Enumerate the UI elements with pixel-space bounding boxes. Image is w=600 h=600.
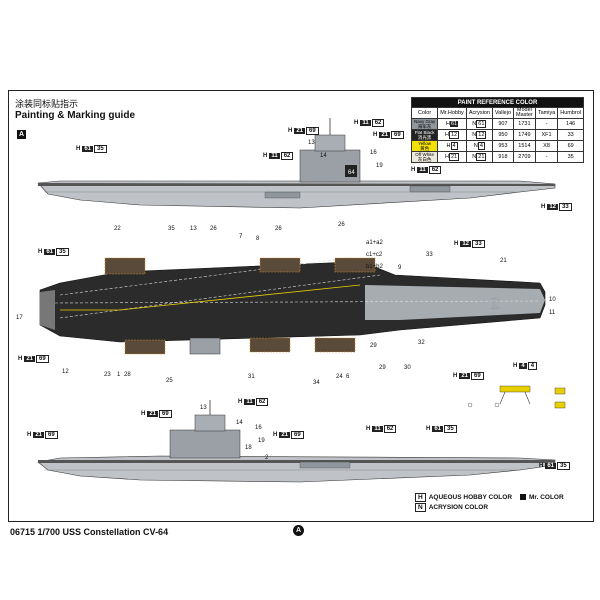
col-color: Color <box>410 107 439 119</box>
paint-table-header: PAINT REFERENCE COLOR <box>410 97 585 108</box>
view-marker-a: A <box>17 130 26 139</box>
title-chinese: 涂装同标贴指示 <box>15 99 79 109</box>
part-number: 11 <box>549 310 556 316</box>
part-number: 19 <box>258 438 265 444</box>
part-number: 29 <box>370 343 377 349</box>
part-number: 13 <box>308 140 315 146</box>
part-number: a1+a2 <box>366 240 383 246</box>
part-number: 21 <box>500 258 507 264</box>
part-number: 28 <box>124 372 131 378</box>
part-number: 12 <box>62 369 69 375</box>
part-number: 26 <box>338 222 345 228</box>
part-number: 16 <box>370 150 377 156</box>
part-number: 26 <box>210 226 217 232</box>
part-number: 34 <box>313 380 320 386</box>
col-humbrol: Humbrol <box>557 107 585 119</box>
part-number: 1 <box>117 372 121 378</box>
part-number: 10 <box>549 297 556 303</box>
part-number: 26 <box>275 226 282 232</box>
col-model-master: Model Master <box>513 107 536 119</box>
part-number: c1+c2 <box>366 252 383 258</box>
part-number: 14 <box>320 153 327 159</box>
col-vallejo: Vallejo <box>491 107 515 119</box>
part-number: 30 <box>404 365 411 371</box>
part-number: 18 <box>245 445 252 451</box>
col-tamiya: Tamiya <box>534 107 559 119</box>
legend-n-mark: N <box>415 502 426 512</box>
part-number: 25 <box>166 378 173 384</box>
part-number: 7 <box>239 234 243 240</box>
part-number: 17 <box>16 315 23 321</box>
part-number: 14 <box>236 420 243 426</box>
part-number: 13 <box>190 226 197 232</box>
part-number: 32 <box>418 340 425 346</box>
part-number: 19 <box>376 163 383 169</box>
part-number: 8 <box>256 236 260 242</box>
part-number: 33 <box>426 252 433 258</box>
part-number: 2 <box>265 455 269 461</box>
legend-aqueous: AQUEOUS HOBBY COLOR <box>428 493 513 501</box>
col-acrysion: Acrysion <box>465 107 493 119</box>
footer-title: 06715 1/700 USS Constellation CV-64 <box>10 527 169 537</box>
part-number: 6 <box>346 374 350 380</box>
part-number: 24 <box>336 374 343 380</box>
part-number: 29 <box>379 365 386 371</box>
legend-h-mark: H <box>415 492 426 502</box>
part-number: 16 <box>255 425 262 431</box>
part-number: 22 <box>114 226 121 232</box>
legend-mr-color: Mr. COLOR <box>529 493 564 501</box>
title-english: Painting & Marking guide <box>15 110 136 121</box>
legend-acrysion: ACRYSION COLOR <box>428 503 489 511</box>
paint-reference-table: PAINT REFERENCE COLOR Color Mr.Hobby Acr… <box>410 97 585 163</box>
part-number: 23 <box>104 372 111 378</box>
footer-marker-a: A <box>293 525 304 536</box>
part-number: 35 <box>168 226 175 232</box>
part-number: 9 <box>398 265 402 271</box>
part-number: 31 <box>248 374 255 380</box>
part-number: 13 <box>200 405 207 411</box>
part-number: b1+b2 <box>366 264 383 270</box>
instruction-sheet-frame <box>8 90 594 522</box>
col-mrhobby: Mr.Hobby <box>437 107 467 119</box>
